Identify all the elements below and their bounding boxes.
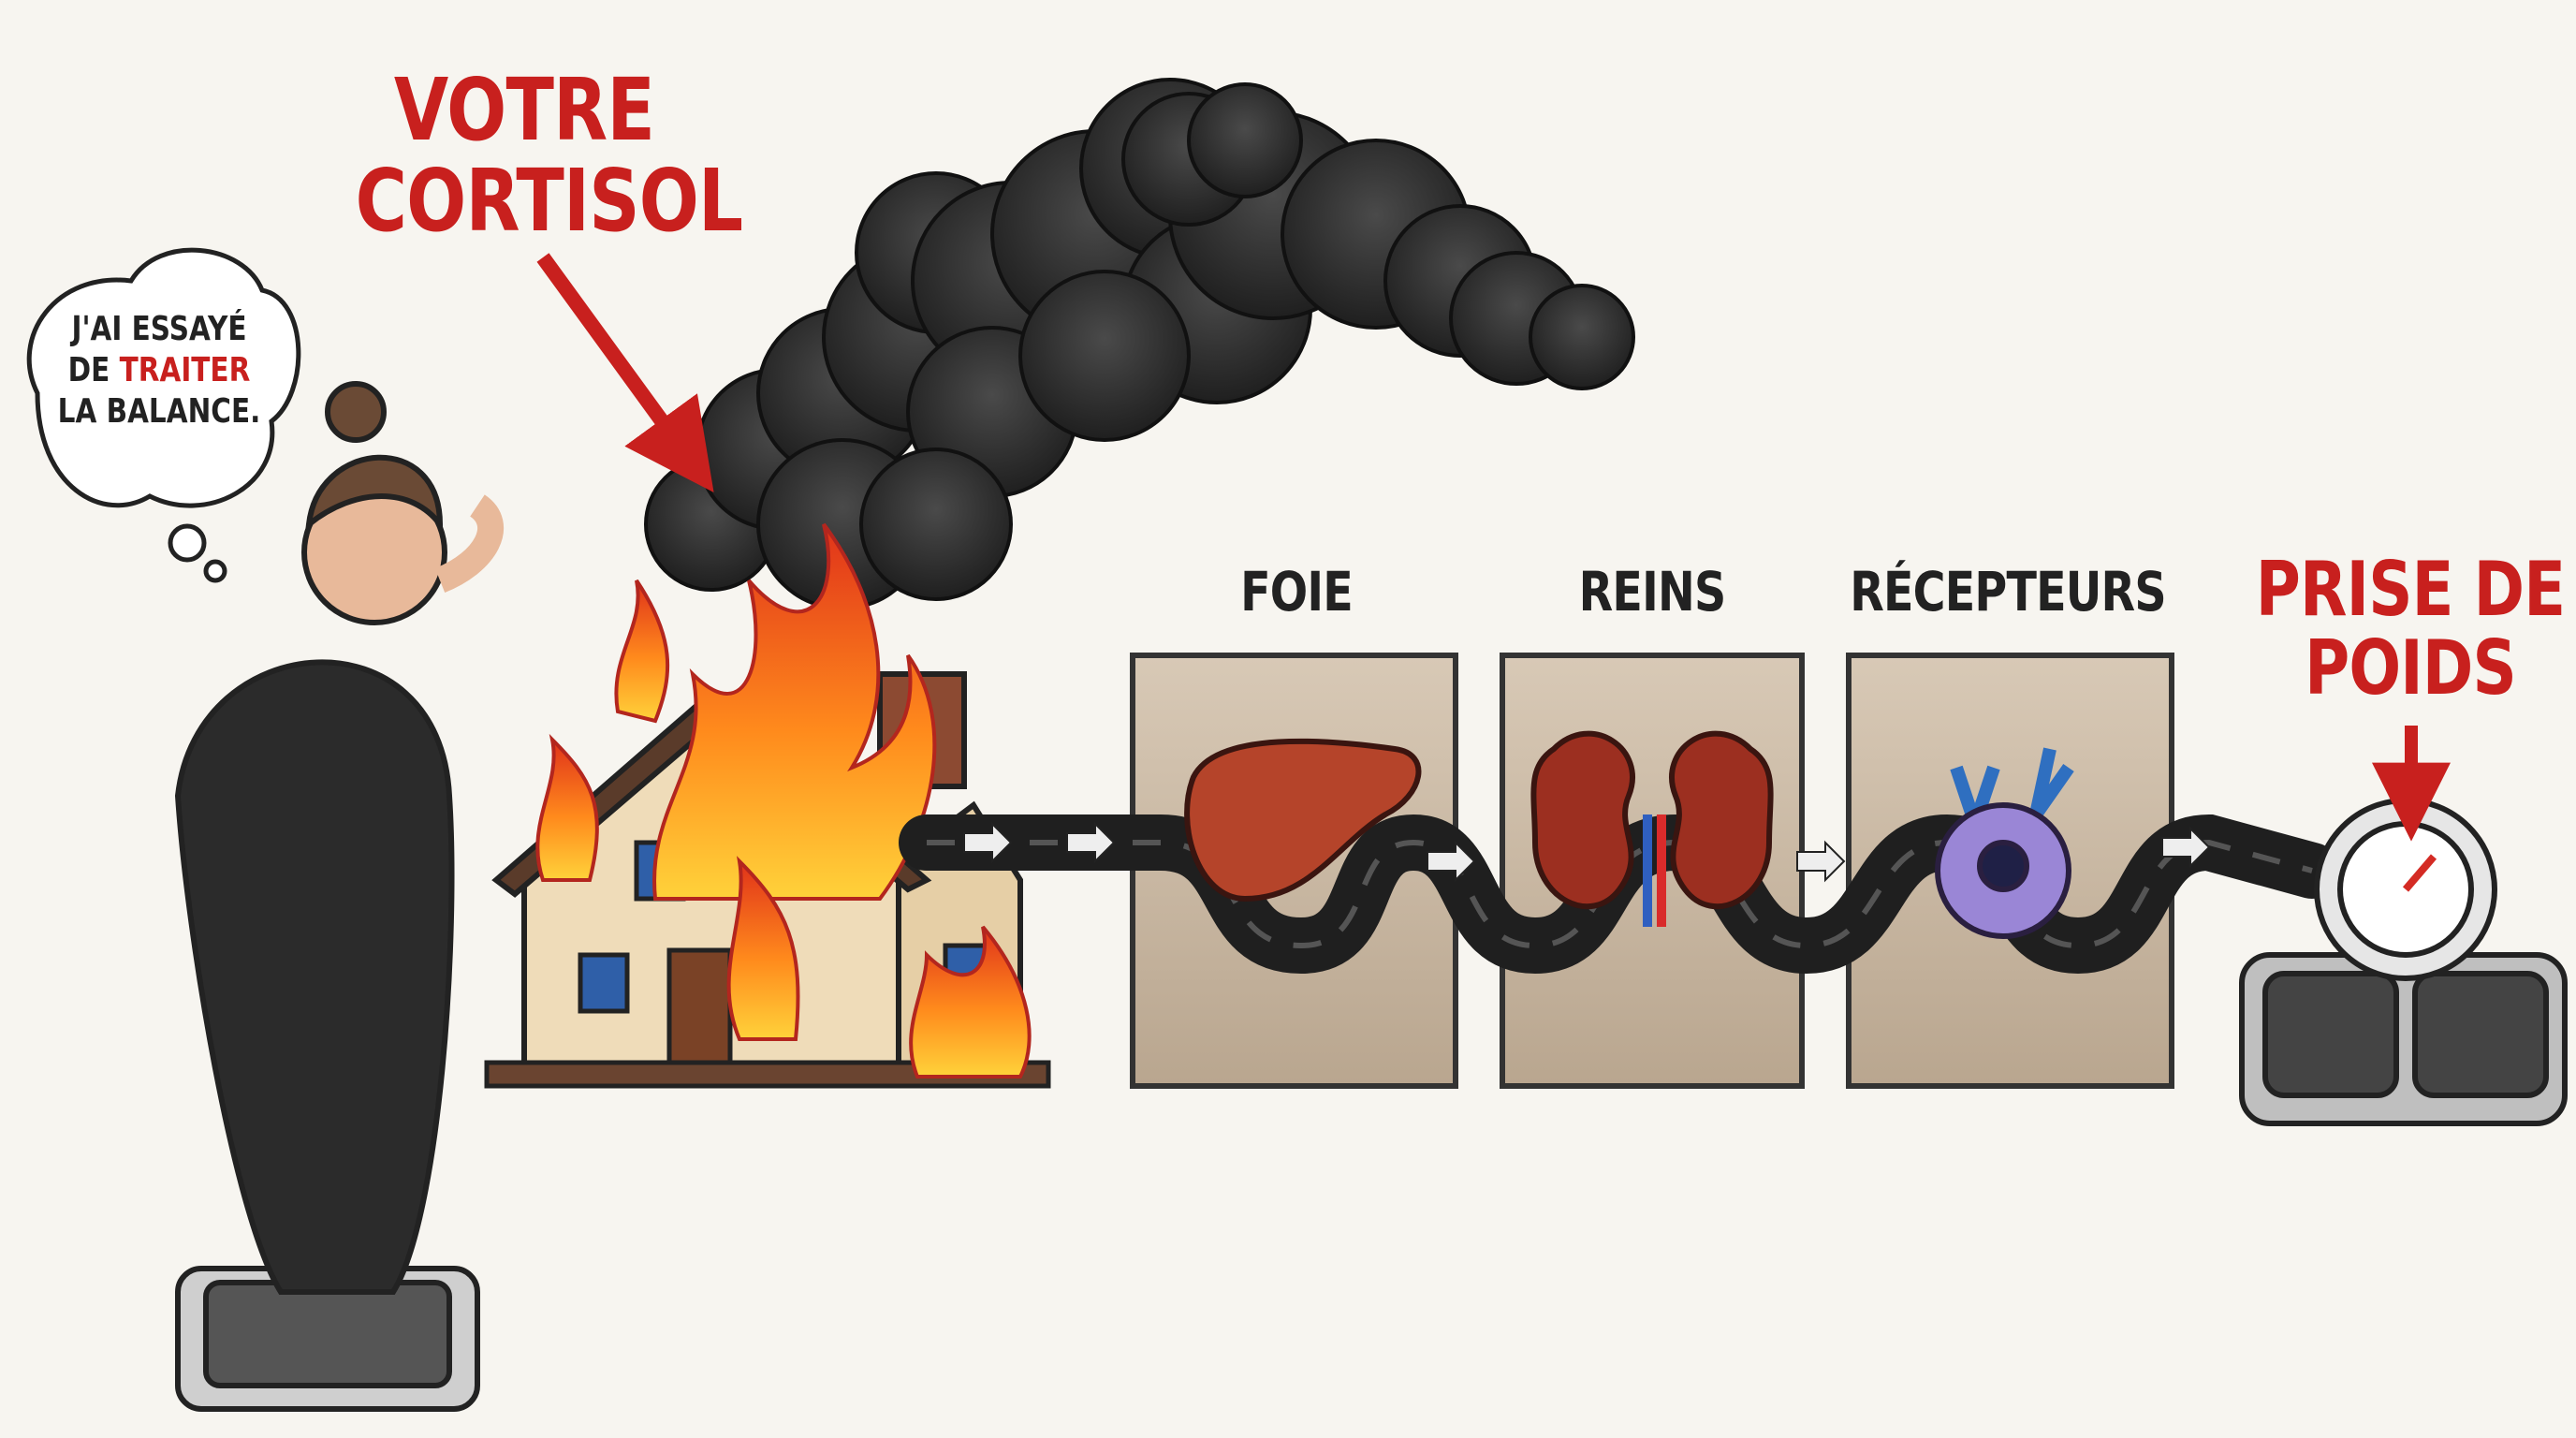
thought-line-3: LA BALANCE. [57, 391, 261, 431]
outcome-line-2: POIDS [2305, 624, 2517, 712]
kidneys-icon [1530, 730, 1774, 927]
title-arrow-icon [536, 253, 714, 493]
title-line-2: CORTISOL [355, 150, 744, 251]
cortisol-title: VOTRE CORTISOL [355, 60, 744, 251]
stage-label-reins: REINS [1578, 560, 1727, 624]
receptor-cell-icon [1935, 747, 2074, 939]
thought-highlight: TRAITER [119, 350, 251, 389]
outcome-label: PRISE DE POIDS [2242, 550, 2576, 708]
thought-bubble-text: J'AI ESSAYÉ DE TRAITER LA BALANCE. [51, 309, 267, 433]
outcome-line-1: PRISE DE [2255, 546, 2566, 633]
liver-icon [1184, 738, 1422, 902]
weight-scale-icon [2239, 798, 2568, 1126]
thought-line-1: J'AI ESSAYÉ [71, 310, 247, 348]
stage-label-recepteurs: RÉCEPTEURS [1850, 560, 2166, 624]
flow-arrows [963, 821, 2211, 883]
thought-line-2: DE TRAITER [51, 350, 267, 391]
title-line-1: VOTRE [393, 60, 655, 160]
stage-label-foie: FOIE [1240, 560, 1354, 624]
thought-line-2-prefix: DE [67, 350, 120, 389]
worried-woman [174, 381, 505, 1412]
flames [535, 522, 1032, 1078]
smoke-plume [644, 78, 1635, 610]
thought-bubble [26, 247, 301, 583]
